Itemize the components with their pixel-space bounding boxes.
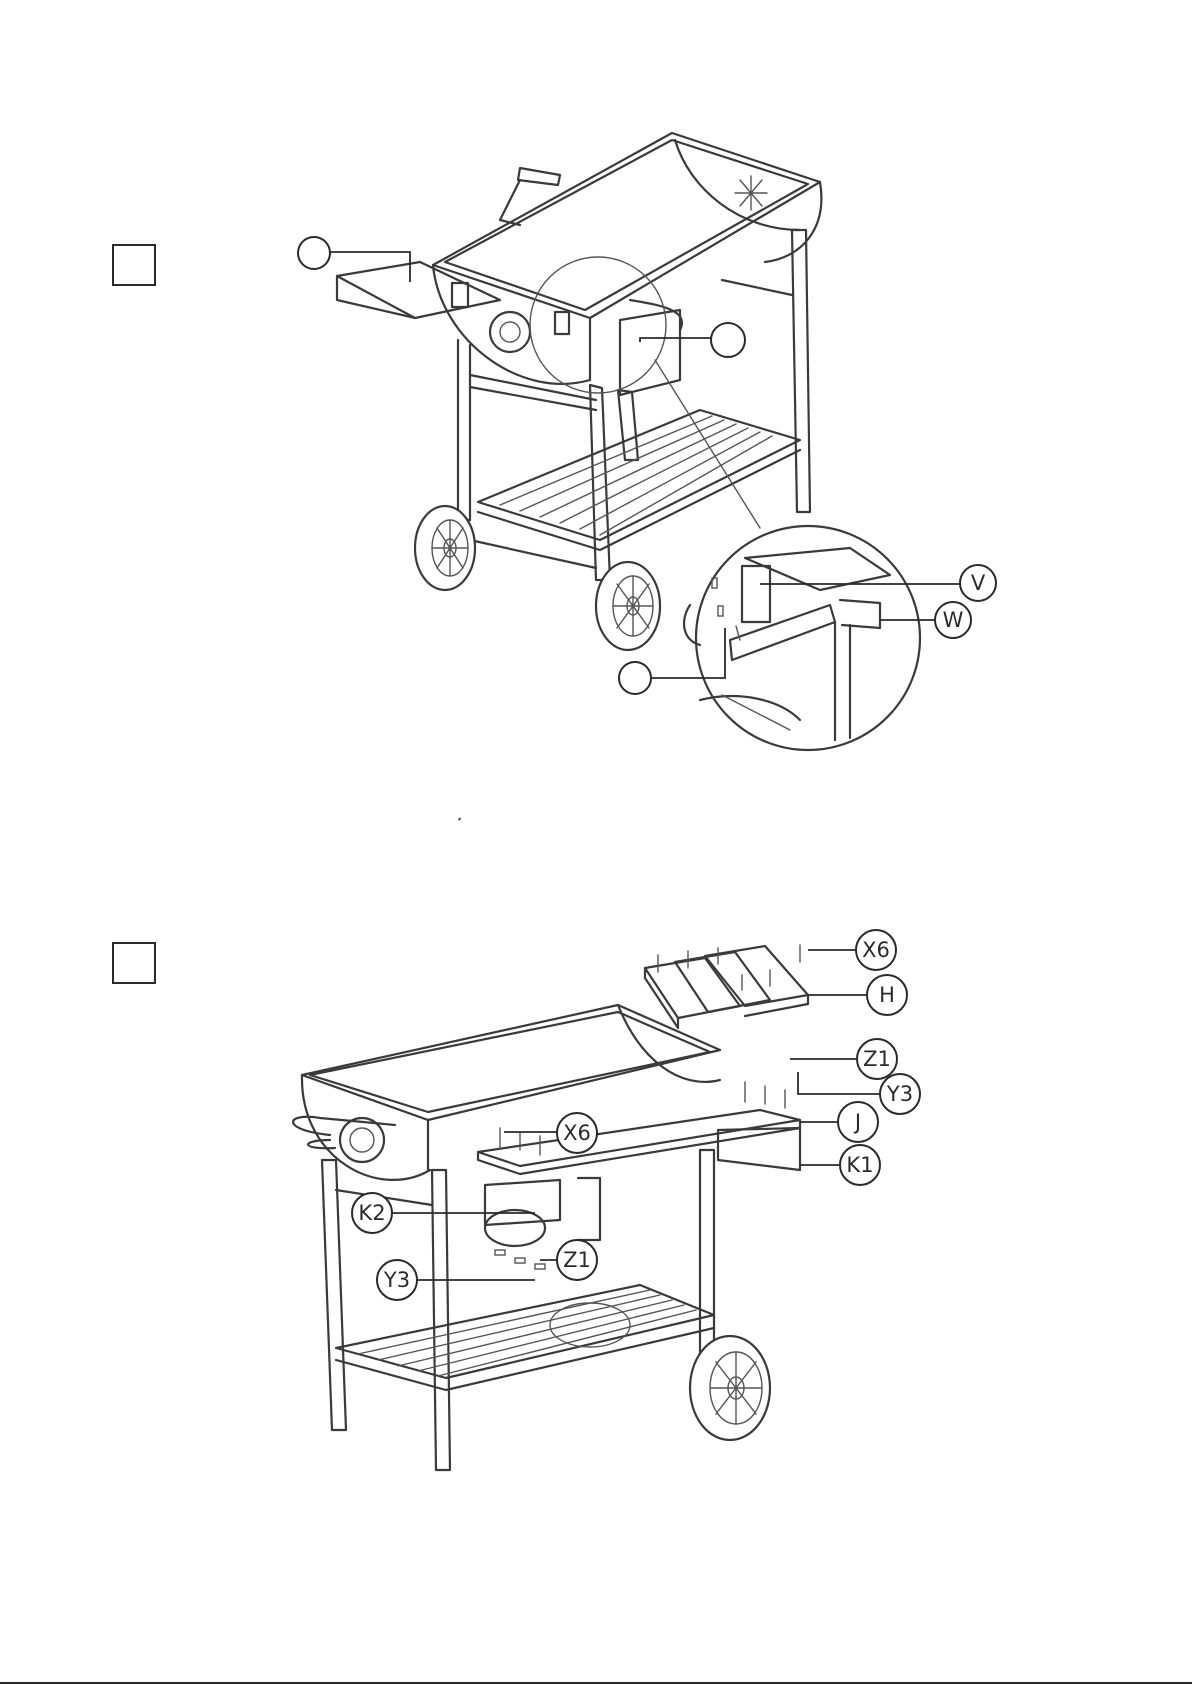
step-1-illustration: V W: [0, 0, 1192, 760]
callout-s2-j: J: [800, 1102, 878, 1142]
svg-text:K2: K2: [358, 1201, 385, 1225]
callout-s1-b: [640, 323, 745, 357]
callout-s2-h: H: [808, 975, 907, 1015]
svg-text:X6: X6: [563, 1121, 591, 1145]
grill-cart-drawing-1: [337, 133, 920, 750]
svg-text:Z1: Z1: [863, 1047, 891, 1071]
svg-text:Y3: Y3: [383, 1268, 410, 1292]
page-bottom-rule: [0, 1682, 1192, 1684]
svg-text:W: W: [943, 608, 964, 632]
callout-s2-k1: K1: [800, 1145, 880, 1185]
callout-s2-y3-left: Y3: [377, 1260, 535, 1300]
callout-s2-z1-left: Z1: [540, 1240, 597, 1280]
callout-s1-w: W: [880, 602, 971, 638]
svg-text:V: V: [971, 571, 986, 595]
stray-mark: [458, 817, 462, 820]
svg-text:Y3: Y3: [886, 1082, 913, 1106]
svg-text:Z1: Z1: [563, 1248, 591, 1272]
callout-s1-a: [298, 237, 410, 282]
callout-s2-z1-right: Z1: [790, 1039, 897, 1079]
svg-text:H: H: [879, 983, 895, 1007]
step-2-illustration: X6 H Z1 Y3 J X6 K1 K2 Z1: [0, 900, 1192, 1500]
svg-text:K1: K1: [846, 1153, 873, 1177]
svg-text:X6: X6: [862, 938, 890, 962]
callout-s2-k2: K2: [352, 1193, 535, 1233]
callout-s1-v: V: [760, 565, 996, 601]
callout-s2-x6-top: X6: [808, 930, 896, 970]
svg-text:J: J: [853, 1110, 861, 1134]
